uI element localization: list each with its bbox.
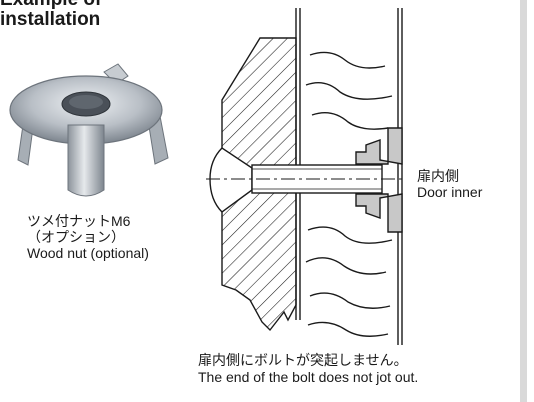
nut-caption-line-3: Wood nut (optional) [27, 245, 149, 261]
nut-caption: ツメ付ナットM6 （オプション） Wood nut (optional) [27, 213, 149, 261]
nut-caption-line-2: （オプション） [27, 229, 125, 245]
heading-line-1: Example of [0, 0, 101, 10]
door-inner-label-line-1: 扉内側 [417, 168, 459, 184]
bottom-note-line-1: 扉内側にボルトが突起しません。 [198, 352, 408, 368]
heading-line-2: installation [0, 9, 101, 30]
heading: Example of installation [0, 0, 101, 30]
door-inner-label: 扉内側 Door inner [417, 168, 482, 200]
side-rule [520, 0, 527, 402]
bottom-note-line-2: The end of the bolt does not jot out. [198, 369, 419, 385]
door-inner-label-line-2: Door inner [417, 184, 483, 200]
cross-section-drawing [206, 8, 403, 345]
wood-nut-image [9, 63, 169, 197]
nut-caption-line-1: ツメ付ナットM6 [27, 213, 131, 229]
bottom-note: 扉内側にボルトが突起しません。 The end of the bolt does… [198, 352, 418, 386]
